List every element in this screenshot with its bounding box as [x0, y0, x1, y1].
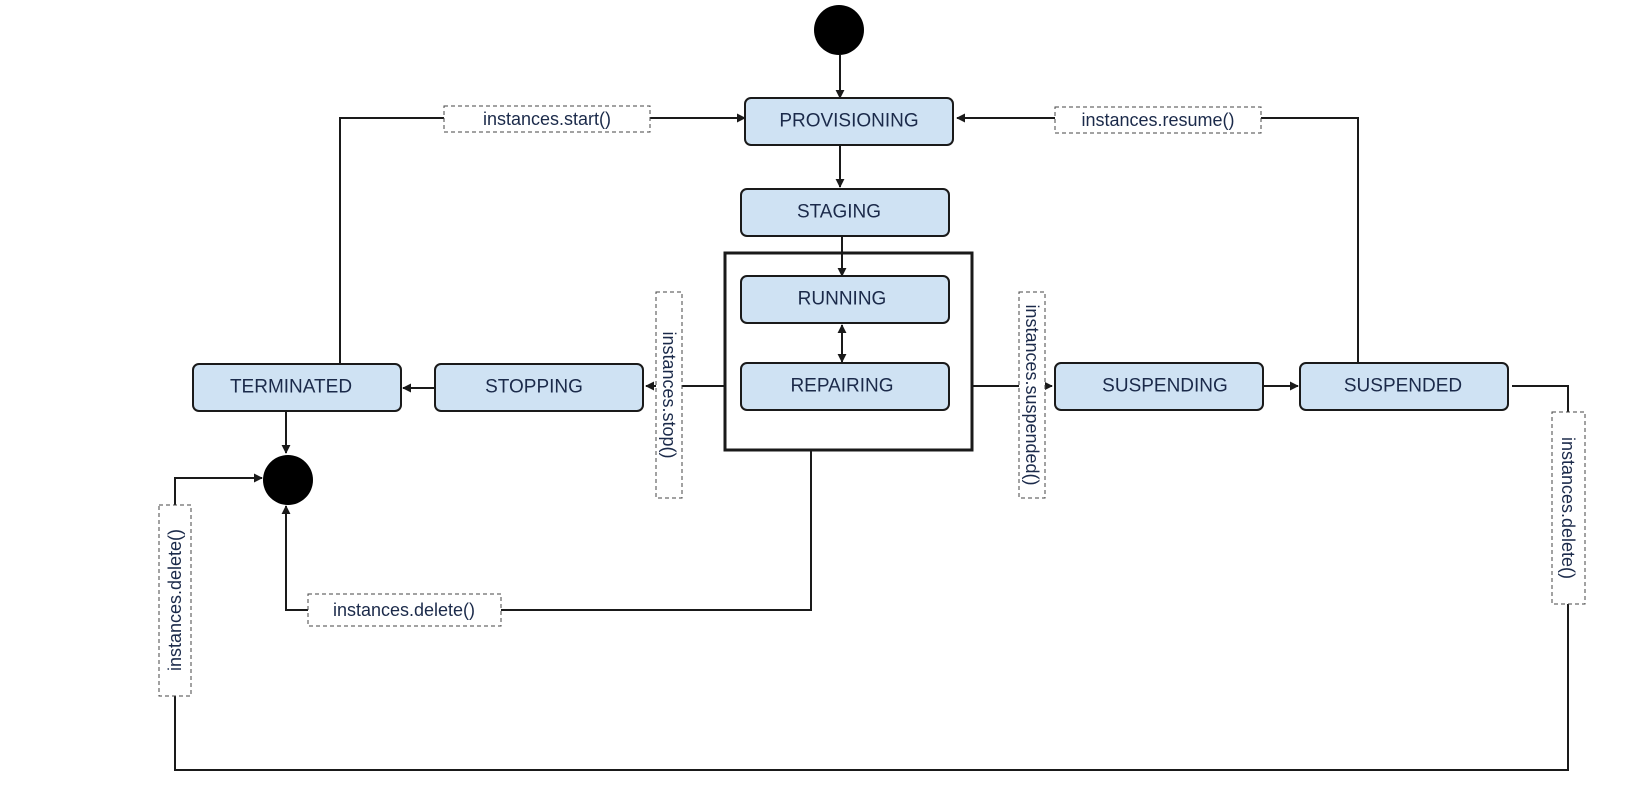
label-stop: instances.stop(): [655, 291, 683, 499]
initial-state-node: [814, 5, 864, 55]
label-delete-left: instances.delete(): [158, 504, 192, 697]
svg-text:TERMINATED: TERMINATED: [230, 377, 352, 398]
edge-suspended-to-provisioning: [956, 113, 1359, 363]
edge-container-to-final: [281, 450, 812, 611]
state-repairing[interactable]: REPAIRING: [740, 362, 950, 411]
svg-text:instances.delete(): instances.delete(): [333, 600, 475, 620]
svg-text:instances.delete(): instances.delete(): [1558, 437, 1578, 579]
svg-text:instances.suspended(): instances.suspended(): [1022, 304, 1042, 485]
edge-terminated-to-provisioning: [339, 113, 746, 363]
edges: [174, 55, 1569, 771]
final-state-node: [263, 455, 313, 505]
svg-text:PROVISIONING: PROVISIONING: [779, 111, 918, 132]
state-running[interactable]: RUNNING: [740, 275, 950, 324]
svg-text:instances.start(): instances.start(): [483, 109, 611, 129]
state-suspended[interactable]: SUSPENDED: [1299, 362, 1509, 411]
states: PROVISIONING STAGING RUNNING REPAIRING S…: [192, 97, 1509, 412]
svg-text:instances.delete(): instances.delete(): [165, 529, 185, 671]
svg-text:STOPPING: STOPPING: [485, 377, 583, 398]
svg-text:STAGING: STAGING: [797, 202, 881, 223]
label-resume: instances.resume(): [1054, 106, 1262, 134]
state-staging[interactable]: STAGING: [740, 188, 950, 237]
label-start: instances.start(): [443, 105, 651, 133]
transition-labels: instances.start() instances.resume() ins…: [158, 105, 1586, 697]
label-delete-running: instances.delete(): [307, 593, 502, 627]
state-stopping[interactable]: STOPPING: [434, 363, 644, 412]
state-provisioning[interactable]: PROVISIONING: [744, 97, 954, 146]
running-repairing-container: [723, 251, 974, 452]
svg-text:SUSPENDING: SUSPENDING: [1102, 376, 1228, 397]
label-suspended: instances.suspended(): [1018, 291, 1046, 499]
state-terminated[interactable]: TERMINATED: [192, 363, 402, 412]
svg-text:RUNNING: RUNNING: [798, 289, 887, 310]
svg-text:instances.stop(): instances.stop(): [659, 331, 679, 458]
svg-text:instances.resume(): instances.resume(): [1081, 110, 1234, 130]
edge-suspended-to-final: [174, 385, 1569, 771]
state-suspending[interactable]: SUSPENDING: [1054, 362, 1264, 411]
svg-text:SUSPENDED: SUSPENDED: [1344, 376, 1462, 397]
label-delete-suspended: instances.delete(): [1551, 411, 1586, 605]
svg-text:REPAIRING: REPAIRING: [790, 376, 893, 397]
